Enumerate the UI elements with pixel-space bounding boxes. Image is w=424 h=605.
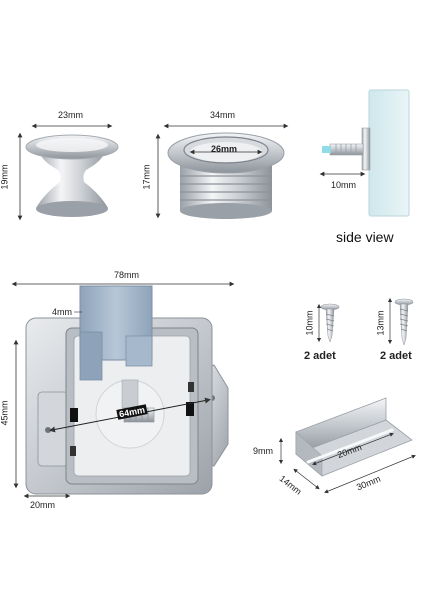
body-height-label: 45mm bbox=[0, 400, 10, 426]
qty-short-label: 2 adet bbox=[304, 350, 336, 362]
knob-width-label: 23mm bbox=[58, 110, 84, 120]
plate-height-label: 9mm bbox=[253, 446, 273, 456]
knob-height-label: 19mm bbox=[0, 164, 10, 190]
qty-long-label: 2 adet bbox=[380, 350, 412, 362]
tab-width-label: 4mm bbox=[52, 307, 72, 317]
screw-long-label: 13mm bbox=[375, 310, 386, 336]
screw-long bbox=[394, 298, 414, 346]
plate-depth-line bbox=[293, 468, 320, 490]
side-length-label: 10mm bbox=[331, 180, 357, 190]
ring-height-label: 17mm bbox=[141, 164, 152, 190]
knob bbox=[25, 134, 119, 217]
screw-short bbox=[320, 303, 340, 343]
ring-outer-label: 34mm bbox=[210, 110, 236, 120]
body-width-label: 78mm bbox=[114, 270, 140, 280]
side-view-caption: side view bbox=[336, 229, 394, 245]
side-view-illustration bbox=[322, 89, 410, 217]
lock-body bbox=[25, 285, 229, 495]
body-depth-label: 20mm bbox=[30, 500, 56, 510]
screw-short-label: 10mm bbox=[304, 310, 315, 336]
ring-inner-label: 26mm bbox=[211, 144, 238, 154]
plate-length-line bbox=[324, 454, 416, 494]
